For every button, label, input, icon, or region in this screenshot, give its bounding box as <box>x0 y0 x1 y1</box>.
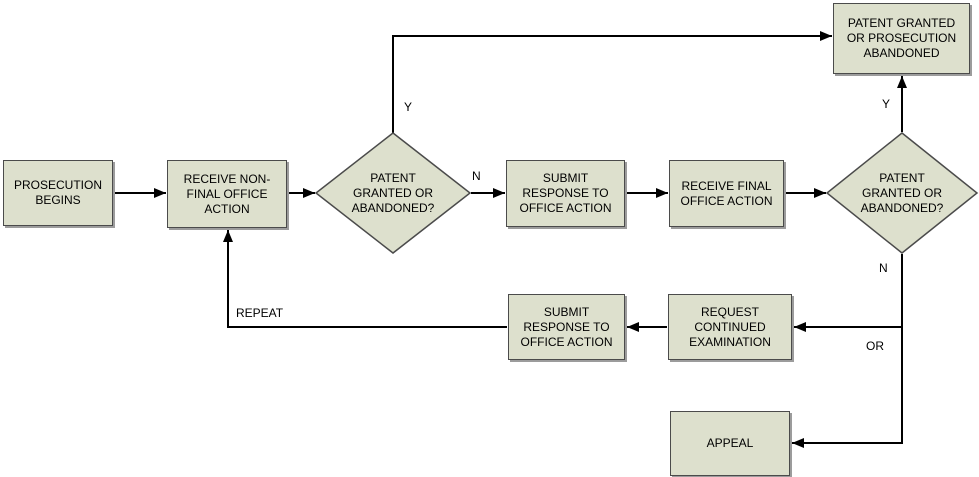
node-submit-response-office-action-1: SUBMIT RESPONSE TO OFFICE ACTION <box>506 160 625 227</box>
edge-label-decision2-yes: Y <box>882 97 891 111</box>
edge-label-repeat: REPEAT <box>236 306 284 320</box>
node-appeal: APPEAL <box>670 411 790 476</box>
edge-label-decision1-yes: Y <box>404 100 413 114</box>
node-request-continued-examination-label: REQUEST CONTINUED EXAMINATION <box>689 304 771 349</box>
decision-1-label: PATENT GRANTED OR ABANDONED? <box>351 170 435 215</box>
edge-decision1-yes-to-granted <box>392 31 832 133</box>
node-submit-response-office-action-1-label: SUBMIT RESPONSE TO OFFICE ACTION <box>519 171 612 215</box>
node-prosecution-begins-label: PROSECUTION BEGINS <box>13 178 102 207</box>
edge-label-decision1-no: N <box>472 169 481 183</box>
edge-repeat-to-nonfinal <box>223 230 507 328</box>
node-patent-granted-or-prosecution-abandoned-label: PATENT GRANTED OR PROSECUTION ABANDONED <box>846 16 957 60</box>
decision-diamond-2 <box>825 132 979 254</box>
node-appeal-label: APPEAL <box>706 436 754 450</box>
node-receive-nonfinal-office-action: RECEIVE NON- FINAL OFFICE ACTION <box>167 160 287 228</box>
decision-diamond-1 <box>314 132 472 254</box>
node-submit-response-office-action-2-label: SUBMIT RESPONSE TO OFFICE ACTION <box>520 304 613 349</box>
edge-label-or: OR <box>866 339 884 353</box>
decision-2-label: PATENT GRANTED OR ABANDONED? <box>860 170 944 215</box>
node-submit-response-office-action-2: SUBMIT RESPONSE TO OFFICE ACTION <box>508 294 625 360</box>
node-patent-granted-or-prosecution-abandoned: PATENT GRANTED OR PROSECUTION ABANDONED <box>833 3 970 74</box>
node-prosecution-begins: PROSECUTION BEGINS <box>3 160 113 226</box>
node-receive-final-office-action-label: RECEIVE FINAL OFFICE ACTION <box>680 178 773 208</box>
node-receive-final-office-action: RECEIVE FINAL OFFICE ACTION <box>669 160 784 227</box>
edge-decision2-no-to-appeal <box>792 254 903 448</box>
decision-2: PATENT GRANTED OR ABANDONED? <box>832 163 972 223</box>
node-request-continued-examination: REQUEST CONTINUED EXAMINATION <box>668 294 792 360</box>
edge-label-decision2-no: N <box>879 261 888 275</box>
node-receive-nonfinal-office-action-label: RECEIVE NON- FINAL OFFICE ACTION <box>183 171 271 216</box>
decision-1: PATENT GRANTED OR ABANDONED? <box>323 163 463 223</box>
